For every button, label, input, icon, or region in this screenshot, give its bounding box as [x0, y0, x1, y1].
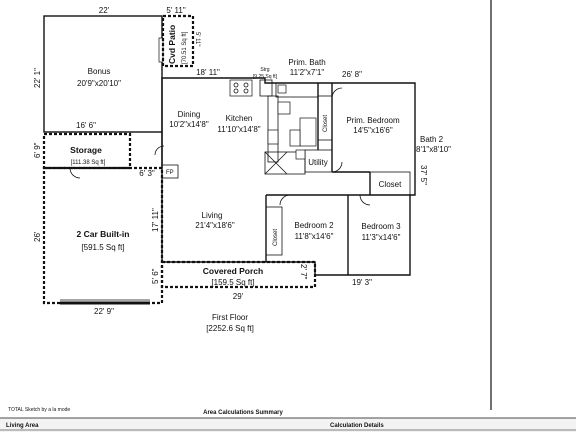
bath2-dim: 8'1"x8'10"	[416, 145, 451, 154]
door-swing-prim	[331, 161, 343, 173]
bonus-name: Bonus	[88, 67, 111, 76]
covered-porch	[160, 260, 317, 289]
prim-tub	[299, 117, 317, 147]
patio-name: Cvd Patio	[167, 25, 177, 64]
stove	[229, 79, 253, 97]
kitchen-sink	[267, 129, 279, 145]
bonus-room	[43, 15, 163, 133]
dim-top-5-11: 5' 11"	[166, 6, 186, 15]
garage-area: [591.5 Sq ft]	[81, 243, 124, 252]
bed2-closet	[265, 206, 283, 256]
bed2-closet-label: Closet	[273, 229, 279, 246]
strg-area: [9.25 Sq ft]	[253, 74, 278, 80]
bed2-name: Bedroom 2	[294, 221, 334, 230]
storage-area: [111.38 Sq ft]	[71, 160, 106, 166]
living-dim: 21'4"x18'6"	[195, 221, 235, 230]
dim-16-6: 16' 6"	[76, 121, 96, 130]
door-swing-prim-bath	[331, 87, 343, 99]
prim-closet-label: Closet	[323, 115, 329, 132]
prim-vanity	[289, 129, 301, 147]
dim-6-9: 6' 9"	[33, 142, 42, 158]
summary-table	[0, 418, 576, 432]
porch-name: Covered Porch	[203, 266, 263, 276]
island-x2	[264, 151, 288, 175]
kitchen-counter	[267, 95, 279, 163]
dim-6-3: 6' 3"	[139, 169, 155, 178]
dim-37-5: 37' 5"	[419, 165, 428, 185]
living-name: Living	[202, 211, 223, 220]
garage-door-swing	[69, 167, 81, 179]
burner-1	[233, 82, 239, 88]
prim-bath-name: Prim. Bath	[288, 58, 325, 67]
floor-area: [2252.6 Sq ft]	[206, 324, 254, 333]
dim-2-7: 2' 7"	[299, 264, 308, 280]
door-swing-bed2	[279, 194, 291, 206]
dim-18-11: 18' 11"	[196, 68, 220, 77]
burner-2	[243, 82, 249, 88]
kitchen-name: Kitchen	[226, 114, 253, 123]
fireplace	[161, 164, 179, 179]
bonus-dim: 20'9"x20'10"	[77, 79, 121, 88]
dim-left-22-1: 22' 1"	[33, 68, 42, 88]
fp-label: FP	[166, 170, 174, 176]
prim-bed-dim: 14'5"x16'6"	[353, 126, 393, 135]
storage-name: Storage	[70, 145, 102, 155]
bed2-dim: 11'8"x14'6"	[295, 232, 334, 241]
bath-toilet	[277, 84, 287, 94]
closet-bath2-label: Closet	[379, 180, 402, 189]
dim-26-8: 26' 8"	[342, 70, 362, 79]
floor-title: First Floor	[212, 313, 248, 322]
water-heater	[295, 149, 306, 160]
burner-4	[243, 88, 249, 94]
dining-dim: 10'2"x14'8"	[169, 120, 209, 129]
prim-bed-name: Prim. Bedroom	[346, 116, 400, 125]
strg-name: Strg	[260, 67, 269, 73]
bed3-dim: 11'3"x14'6"	[362, 233, 401, 242]
bath2-name: Bath 2	[420, 135, 444, 144]
summary-title: Area Calculations Summary	[203, 410, 283, 416]
patio-area: [70.51 Sq ft]	[182, 31, 188, 64]
bed3-name: Bedroom 3	[361, 222, 401, 231]
strg-closet	[259, 79, 273, 97]
utility-label: Utility	[308, 158, 328, 167]
dim-17-11: 17' 11"	[151, 208, 160, 232]
prim-bath-dim: 11'2"x7'1"	[290, 68, 325, 77]
door-swing-bed3	[359, 194, 371, 206]
kitchen-dim: 11'10"x14'8"	[217, 125, 260, 134]
burner-3	[233, 88, 239, 94]
garage-name: 2 Car Built-in	[77, 229, 130, 239]
living-area-header: Living Area	[6, 423, 39, 429]
dim-29: 29'	[233, 292, 244, 301]
dim-top-22: 22'	[99, 6, 110, 15]
dim-5-6: 5' 6"	[151, 268, 160, 284]
covered-patio	[161, 14, 195, 68]
porch-area: [159.5 Sq ft]	[211, 278, 254, 287]
patio-dim: 5' 11"	[194, 32, 200, 47]
door-swing-storage	[154, 145, 165, 156]
calc-details-header: Calculation Details	[330, 423, 384, 429]
dim-26: 26'	[33, 231, 42, 242]
dining-name: Dining	[178, 110, 201, 119]
refrigerator	[277, 101, 291, 115]
dim-19-3: 19' 3"	[352, 278, 372, 287]
dim-22-9: 22' 9"	[94, 307, 114, 316]
sketch-note: TOTAL Sketch by a la mode	[8, 407, 70, 413]
